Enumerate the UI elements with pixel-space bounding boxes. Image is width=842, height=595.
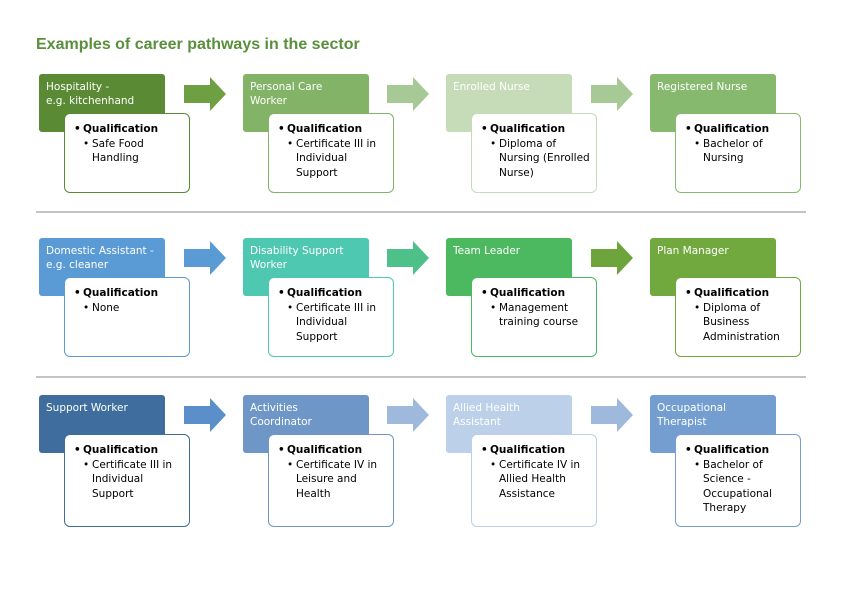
qualification-text: Bachelor of Science - Occupational Thera… (703, 458, 773, 515)
qualification-heading: •Qualification (481, 122, 590, 137)
qualification-item: •Bachelor of Nursing (685, 137, 794, 166)
bullet-icon: • (278, 287, 285, 299)
qualification-box: •Qualification•Certificate IV in Leisure… (268, 434, 394, 527)
right-arrow-icon (387, 77, 429, 111)
row-divider (36, 211, 806, 213)
qualification-heading-text: Qualification (490, 287, 566, 299)
qualification-heading: •Qualification (74, 122, 183, 137)
qualification-text: Diploma of Business Administration (703, 301, 780, 343)
bullet-icon: • (287, 301, 294, 314)
qualification-heading-text: Qualification (490, 123, 566, 135)
qualification-heading: •Qualification (481, 286, 590, 301)
bullet-icon: • (481, 287, 488, 299)
bullet-icon: • (278, 444, 285, 456)
qualification-item: •Certificate III in Individual Support (74, 458, 183, 502)
bullet-icon: • (490, 137, 497, 150)
qualification-heading-text: Qualification (83, 287, 159, 299)
qualification-item: •Certificate III in Individual Support (278, 301, 387, 345)
qualification-box: •Qualification•Certificate III in Indivi… (268, 277, 394, 357)
bullet-icon: • (74, 444, 81, 456)
qualification-heading-text: Qualification (287, 444, 363, 456)
qualification-heading: •Qualification (278, 443, 387, 458)
qualification-item: •Certificate III in Individual Support (278, 137, 387, 181)
qualification-item: •None (74, 301, 183, 316)
qualification-text: Diploma of Nursing (Enrolled Nurse) (499, 137, 590, 179)
qualification-heading-text: Qualification (287, 287, 363, 299)
bullet-icon: • (694, 301, 701, 314)
qualification-box: •Qualification•Diploma of Business Admin… (675, 277, 801, 357)
qualification-box: •Qualification•Management training cours… (471, 277, 597, 357)
bullet-icon: • (278, 123, 285, 135)
right-arrow-icon (591, 241, 633, 275)
qualification-text: Certificate III in Individual Support (296, 301, 377, 343)
qualification-text: Certificate III in Individual Support (92, 458, 173, 500)
qualification-heading: •Qualification (685, 286, 794, 301)
right-arrow-icon (387, 398, 429, 432)
qualification-box: •Qualification•Bachelor of Nursing (675, 113, 801, 193)
bullet-icon: • (490, 458, 497, 471)
qualification-item: •Certificate IV in Leisure and Health (278, 458, 387, 502)
right-arrow-icon (184, 77, 226, 111)
bullet-icon: • (287, 458, 294, 471)
bullet-icon: • (83, 458, 90, 471)
qualification-box: •Qualification•Safe Food Handling (64, 113, 190, 193)
qualification-item: •Bachelor of Science - Occupational Ther… (685, 458, 794, 516)
qualification-box: •Qualification•Bachelor of Science - Occ… (675, 434, 801, 527)
qualification-text: Certificate III in Individual Support (296, 137, 377, 179)
qualification-heading: •Qualification (74, 443, 183, 458)
qualification-item: •Diploma of Nursing (Enrolled Nurse) (481, 137, 590, 181)
bullet-icon: • (83, 301, 90, 314)
page-title: Examples of career pathways in the secto… (36, 36, 360, 53)
qualification-text: Certificate IV in Allied Health Assistan… (499, 458, 581, 500)
bullet-icon: • (74, 123, 81, 135)
qualification-heading: •Qualification (278, 286, 387, 301)
qualification-heading-text: Qualification (694, 444, 770, 456)
qualification-heading: •Qualification (278, 122, 387, 137)
qualification-box: •Qualification•Certificate III in Indivi… (268, 113, 394, 193)
qualification-heading: •Qualification (74, 286, 183, 301)
qualification-item: •Management training course (481, 301, 590, 330)
right-arrow-icon (387, 241, 429, 275)
qualification-text: None (92, 301, 120, 314)
qualification-heading-text: Qualification (694, 287, 770, 299)
qualification-box: •Qualification•None (64, 277, 190, 357)
qualification-box: •Qualification•Diploma of Nursing (Enrol… (471, 113, 597, 193)
qualification-item: •Certificate IV in Allied Health Assista… (481, 458, 590, 502)
bullet-icon: • (694, 458, 701, 471)
bullet-icon: • (490, 301, 497, 314)
bullet-icon: • (287, 137, 294, 150)
right-arrow-icon (184, 398, 226, 432)
right-arrow-icon (591, 398, 633, 432)
qualification-heading-text: Qualification (287, 123, 363, 135)
qualification-heading: •Qualification (685, 443, 794, 458)
bullet-icon: • (685, 287, 692, 299)
qualification-text: Certificate IV in Leisure and Health (296, 458, 378, 500)
qualification-heading-text: Qualification (490, 444, 566, 456)
qualification-heading-text: Qualification (83, 123, 159, 135)
bullet-icon: • (74, 287, 81, 299)
qualification-heading-text: Qualification (83, 444, 159, 456)
bullet-icon: • (694, 137, 701, 150)
qualification-box: •Qualification•Certificate IV in Allied … (471, 434, 597, 527)
row-divider (36, 376, 806, 378)
qualification-item: •Diploma of Business Administration (685, 301, 794, 345)
bullet-icon: • (685, 123, 692, 135)
qualification-item: •Safe Food Handling (74, 137, 183, 166)
qualification-box: •Qualification•Certificate III in Indivi… (64, 434, 190, 527)
bullet-icon: • (83, 137, 90, 150)
bullet-icon: • (685, 444, 692, 456)
qualification-heading: •Qualification (685, 122, 794, 137)
qualification-text: Safe Food Handling (92, 137, 144, 165)
qualification-text: Bachelor of Nursing (703, 137, 763, 165)
right-arrow-icon (591, 77, 633, 111)
qualification-heading-text: Qualification (694, 123, 770, 135)
qualification-heading: •Qualification (481, 443, 590, 458)
bullet-icon: • (481, 444, 488, 456)
bullet-icon: • (481, 123, 488, 135)
qualification-text: Management training course (499, 301, 579, 329)
right-arrow-icon (184, 241, 226, 275)
